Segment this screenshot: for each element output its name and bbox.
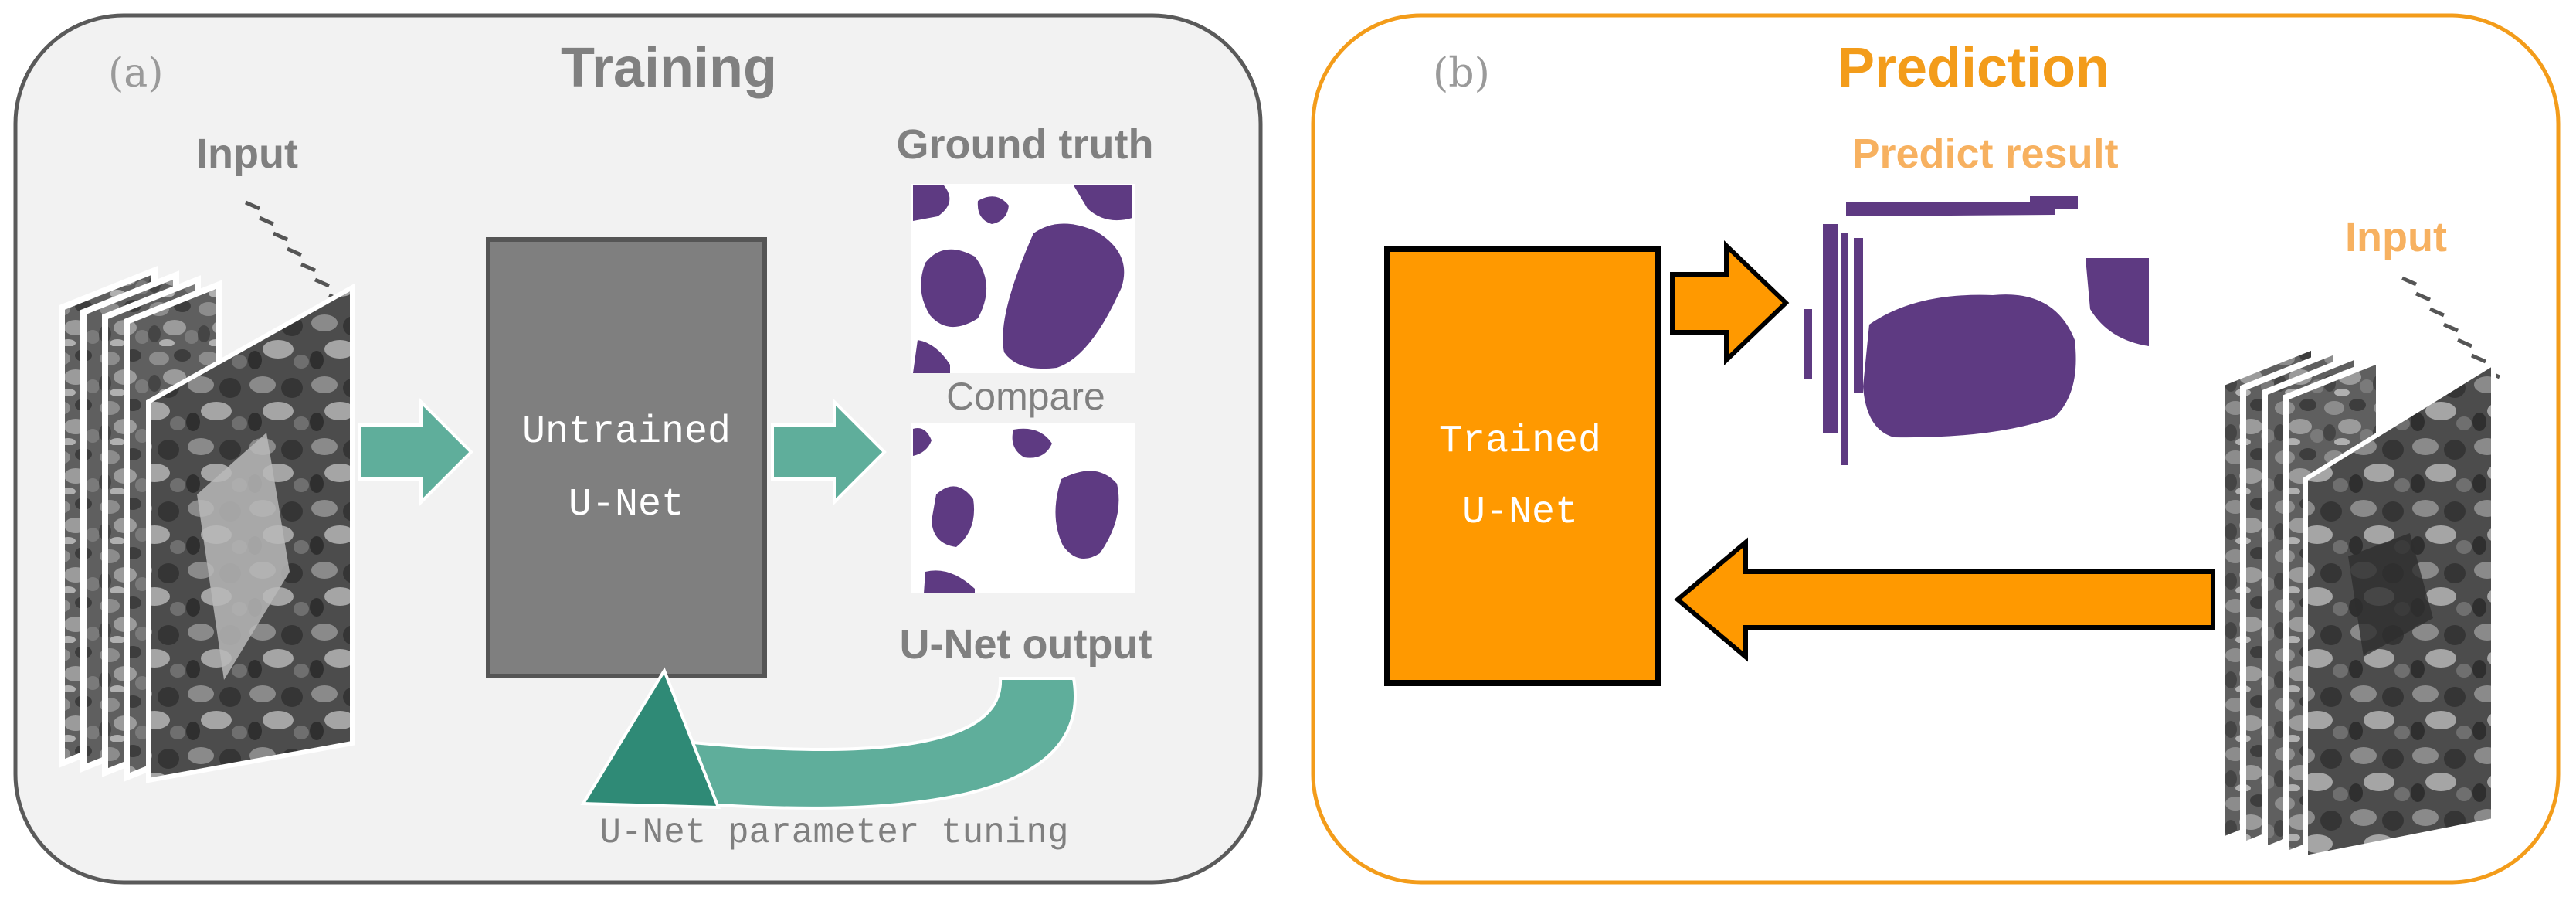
input-to-unet-arrow-prediction — [1674, 537, 2215, 662]
training-input-label: Input — [196, 131, 298, 177]
prediction-title: Prediction — [1838, 37, 2109, 99]
unet-output-mask — [911, 423, 1135, 593]
untrained-unet-box — [486, 237, 767, 678]
untrained-unet-label-line1: Untrained — [522, 410, 731, 454]
ground-truth-label: Ground truth — [897, 121, 1154, 168]
predict-result-label: Predict result — [1851, 131, 2118, 177]
trained-unet-box — [1384, 246, 1661, 686]
parameter-tuning-label: U-Net parameter tuning — [599, 813, 1068, 853]
parameter-tuning-feedback-arrow — [580, 667, 1077, 810]
training-input-image-stack — [59, 200, 355, 783]
trained-unet-label-line1: Trained — [1439, 420, 1601, 464]
prediction-panel-label: (b) — [1433, 50, 1490, 97]
input-to-unet-arrow — [358, 398, 473, 506]
unet-to-output-arrow — [771, 398, 887, 506]
unet-to-result-arrow — [1670, 240, 1790, 366]
trained-unet-label-line2: U-Net — [1462, 491, 1578, 535]
unet-output-label: U-Net output — [900, 621, 1152, 668]
compare-label: Compare — [946, 375, 1105, 418]
training-panel-label: (a) — [108, 50, 164, 97]
predict-result-mask-stack — [1804, 196, 2149, 465]
training-title: Training — [561, 37, 777, 99]
prediction-input-label: Input — [2345, 214, 2447, 260]
ground-truth-mask — [911, 184, 1135, 373]
prediction-input-image-stack — [2218, 276, 2501, 861]
untrained-unet-label-line2: U-Net — [568, 483, 684, 527]
